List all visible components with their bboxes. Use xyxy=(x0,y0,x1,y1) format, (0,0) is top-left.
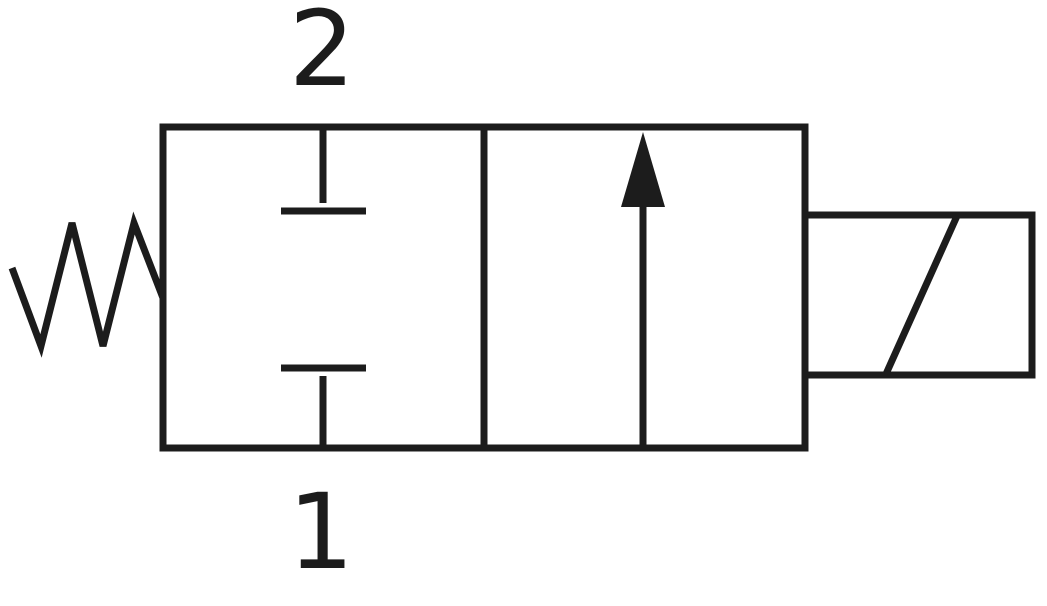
flow-arrow-head-icon xyxy=(621,132,665,207)
port-label-bottom: 1 xyxy=(288,471,354,593)
solenoid-box xyxy=(801,211,1036,379)
spring-return-icon xyxy=(8,211,167,358)
schematic-lines xyxy=(8,123,1036,452)
solenoid-diagonal-line xyxy=(882,214,961,376)
port-label-top: 2 xyxy=(289,0,355,110)
